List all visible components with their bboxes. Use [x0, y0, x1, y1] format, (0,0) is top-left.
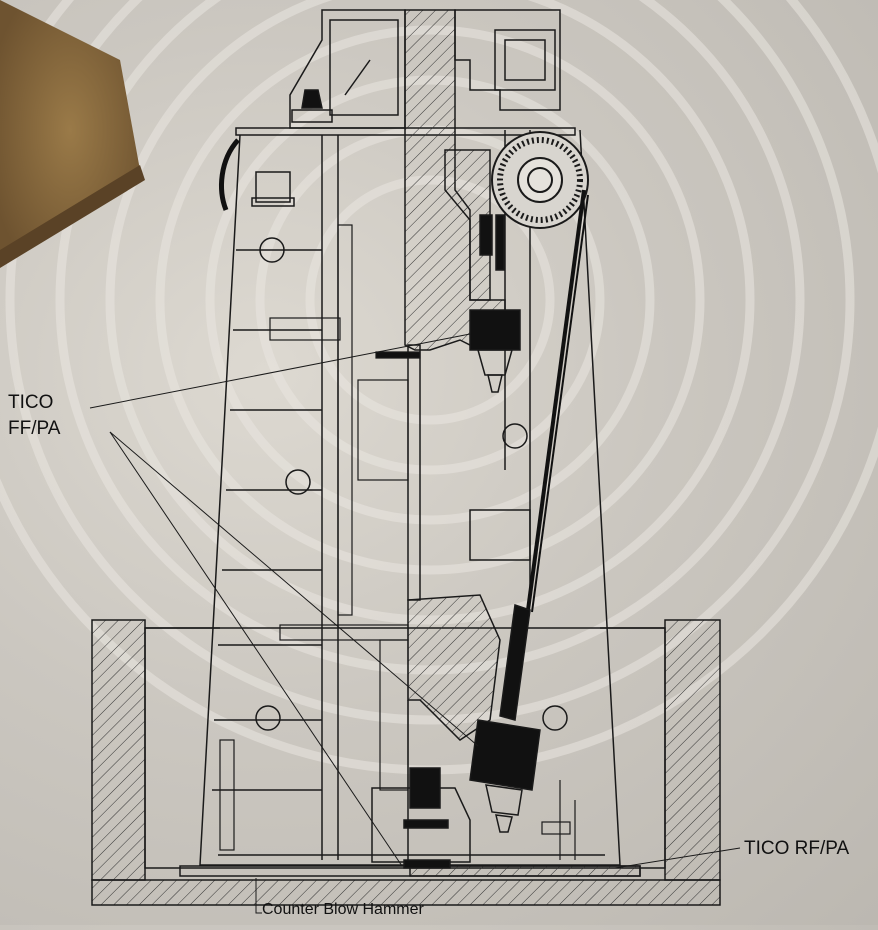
wood-block-edge: [0, 165, 145, 268]
wood-block-image: [0, 0, 140, 260]
callout-lines: [89, 333, 741, 914]
tico-ff-pa-label: TICO FF/PA: [8, 390, 60, 442]
foundation-pit: [91, 619, 721, 906]
top-housing: [289, 9, 406, 129]
frame-details: [219, 224, 576, 860]
tico-ff-label-line2: FF/PA: [8, 418, 61, 439]
pulley-wheel: [491, 131, 589, 229]
anvil-pads: [371, 767, 471, 869]
drive-belt: [219, 138, 589, 613]
lower-pad-assembly: [469, 604, 568, 833]
drive-mechanism: [444, 9, 561, 600]
tico-ff-label-line1: TICO: [8, 392, 54, 413]
machine-caption: Counter Blow Hammer: [262, 901, 424, 918]
tico-rf-pa-label: TICO RF/PA: [744, 838, 850, 859]
